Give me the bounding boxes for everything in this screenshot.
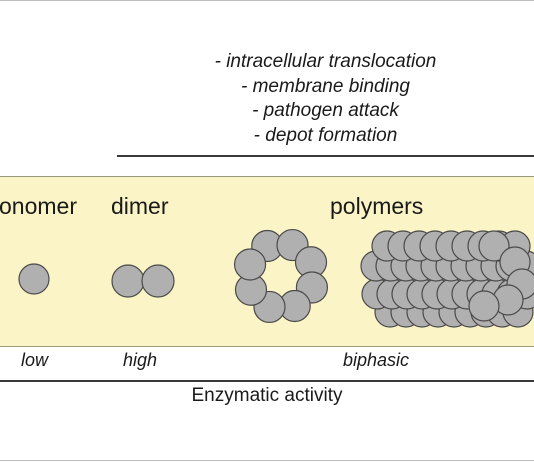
activity-biphasic-label: biphasic bbox=[343, 350, 410, 370]
monomer-label: onomer bbox=[0, 193, 77, 219]
activity-low-label: low bbox=[21, 350, 49, 370]
functions-list: - intracellular translocation - membrane… bbox=[117, 50, 534, 148]
function-item: - depot formation bbox=[253, 124, 398, 146]
monomer-subunit-circle bbox=[18, 263, 50, 295]
activity-divider bbox=[0, 380, 534, 382]
stack-subunit-circle bbox=[468, 290, 500, 322]
function-item: - pathogen attack bbox=[252, 100, 399, 121]
dimer-subunits bbox=[111, 264, 175, 298]
stacked-polymer bbox=[360, 230, 534, 328]
dimer-subunit-circle bbox=[141, 264, 175, 298]
function-item: - intracellular translocation bbox=[214, 51, 437, 72]
dimer-label: dimer bbox=[111, 193, 169, 219]
top-border bbox=[0, 0, 534, 1]
function-item: - membrane binding bbox=[241, 75, 410, 97]
ring-polymer bbox=[233, 228, 329, 324]
activity-high-label: high bbox=[123, 350, 158, 370]
ring-subunit-circle bbox=[233, 248, 267, 281]
functions-underline bbox=[117, 155, 534, 157]
polymers-label: polymers bbox=[330, 193, 424, 219]
bottom-border bbox=[0, 460, 534, 461]
monomer-subunit bbox=[18, 263, 50, 295]
stack-subunit-circle bbox=[478, 230, 510, 262]
axis-title: Enzymatic activity bbox=[191, 385, 343, 406]
dimer-subunit-circle bbox=[111, 264, 145, 298]
